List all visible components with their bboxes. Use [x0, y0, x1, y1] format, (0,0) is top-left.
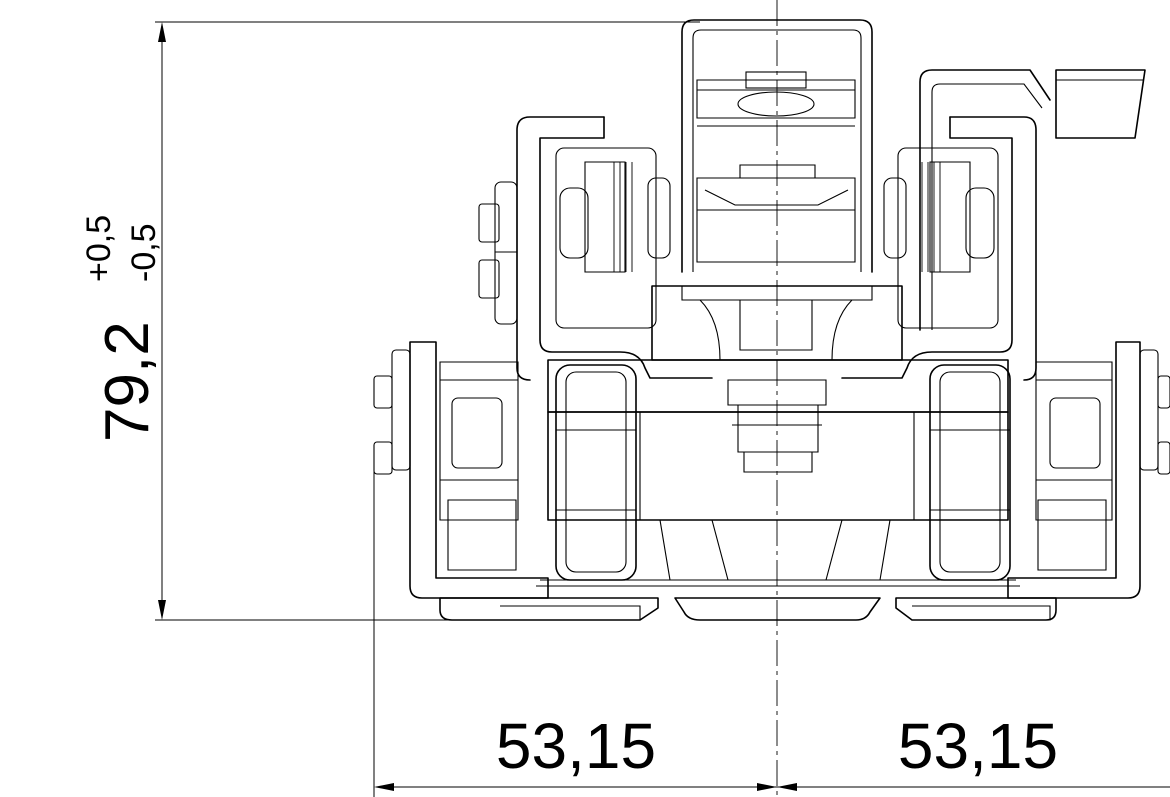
- right-wheel: [929, 364, 1011, 581]
- right-upper-bracket-outer: [949, 116, 1037, 381]
- left-knurled-wheel: [555, 147, 671, 329]
- right-upper-bracket: [841, 116, 1013, 379]
- right-knurled-wheel: [883, 147, 999, 329]
- top-handle-inner: [692, 29, 862, 272]
- left-outer-frame: [373, 341, 549, 599]
- base-plates: [439, 579, 1057, 621]
- handle-grip: [696, 79, 856, 119]
- width-arrow-right-start: [777, 783, 797, 791]
- center-block-recess: [704, 189, 849, 206]
- height-arrow-bottom: [158, 600, 166, 620]
- height-value: 79,2: [93, 321, 162, 442]
- height-tolerance-lower: -0,5: [125, 223, 163, 282]
- width-right-value: 53,15: [898, 710, 1058, 782]
- right-top-arm-inner: [931, 83, 1043, 330]
- left-upper-bracket-outer: [516, 116, 605, 381]
- center-block: [696, 177, 856, 263]
- width-arrow-left-start: [374, 783, 394, 791]
- handle-grip-cap: [745, 71, 807, 89]
- main-chassis: [547, 359, 1009, 621]
- height-arrow-top: [158, 22, 166, 42]
- width-left-value: 53,15: [496, 710, 656, 782]
- left-upper-bracket: [539, 116, 713, 379]
- right-tab: [1055, 69, 1146, 139]
- right-top-arm: [919, 69, 1051, 331]
- right-outer-frame: [1007, 341, 1170, 599]
- left-wheel: [555, 364, 637, 581]
- height-tolerance-upper: +0,5: [80, 215, 118, 282]
- top-handle: [681, 19, 873, 273]
- assembly-outline: [373, 19, 1170, 621]
- handle-grip-oval: [737, 91, 815, 117]
- width-arrow-left-end: [757, 783, 777, 791]
- center-block-top: [739, 164, 816, 179]
- left-side-clip: [478, 181, 518, 325]
- height-dimension: 79,2 +0,5 -0,5: [80, 21, 700, 621]
- width-dimensions: 53,15 53,15: [373, 462, 1170, 797]
